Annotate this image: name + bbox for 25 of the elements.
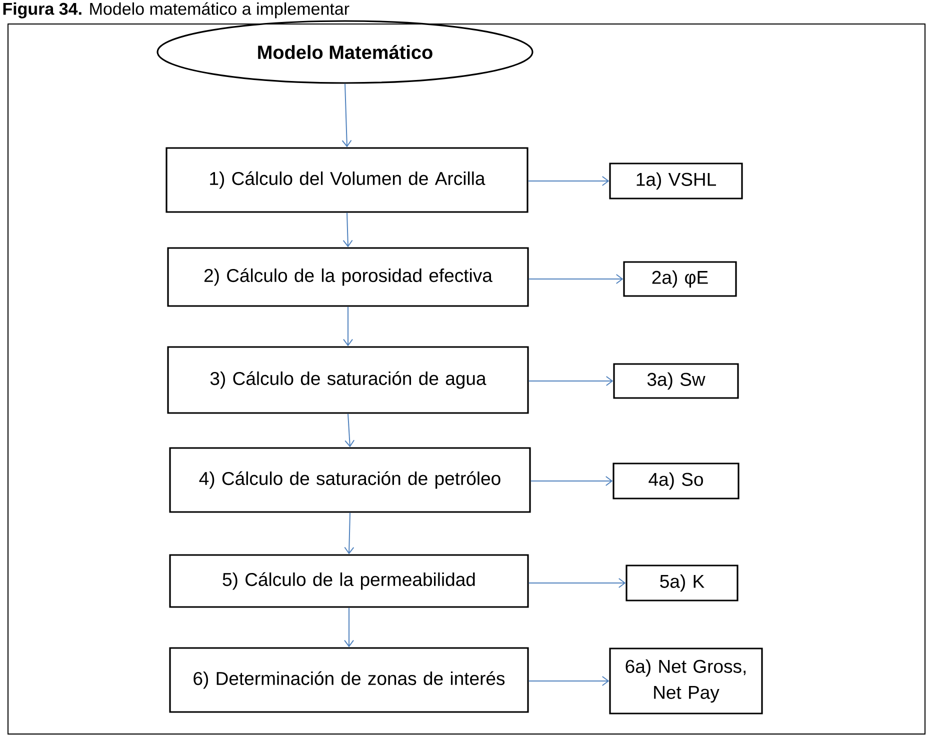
- arrow: [342, 83, 352, 148]
- arrow: [528, 676, 610, 686]
- arrow: [528, 274, 624, 284]
- arrow: [344, 512, 354, 554]
- result-box: 2a) φE: [623, 261, 737, 297]
- arrow: [528, 176, 610, 186]
- arrow: [343, 306, 353, 346]
- result-box: 1a) VSHL: [609, 162, 743, 200]
- result-box: 5a) K: [626, 564, 738, 602]
- result-box: 4a) So: [612, 462, 740, 500]
- result-box: 6a) Net Gross, Net Pay: [609, 648, 763, 714]
- result-box: 3a) Sw: [613, 363, 739, 399]
- arrow: [344, 413, 355, 448]
- arrow: [528, 376, 614, 386]
- process-box: 6) Determinación de zonas de interés: [169, 647, 529, 713]
- process-box: 4) Cálculo de saturación de petróleo: [169, 447, 531, 513]
- figure-caption: Figura 34. Modelo matemático a implementar: [3, 2, 350, 18]
- arrow: [344, 607, 354, 648]
- process-box: 1) Cálculo del Volumen de Arcilla: [166, 147, 528, 213]
- arrow: [342, 212, 353, 248]
- process-box: 3) Cálculo de saturación de agua: [167, 346, 529, 414]
- process-box: 5) Cálculo de la permeabilidad: [169, 554, 529, 608]
- process-box: 2) Cálculo de la porosidad efectiva: [167, 247, 529, 307]
- arrow: [528, 578, 626, 588]
- arrow: [530, 476, 613, 486]
